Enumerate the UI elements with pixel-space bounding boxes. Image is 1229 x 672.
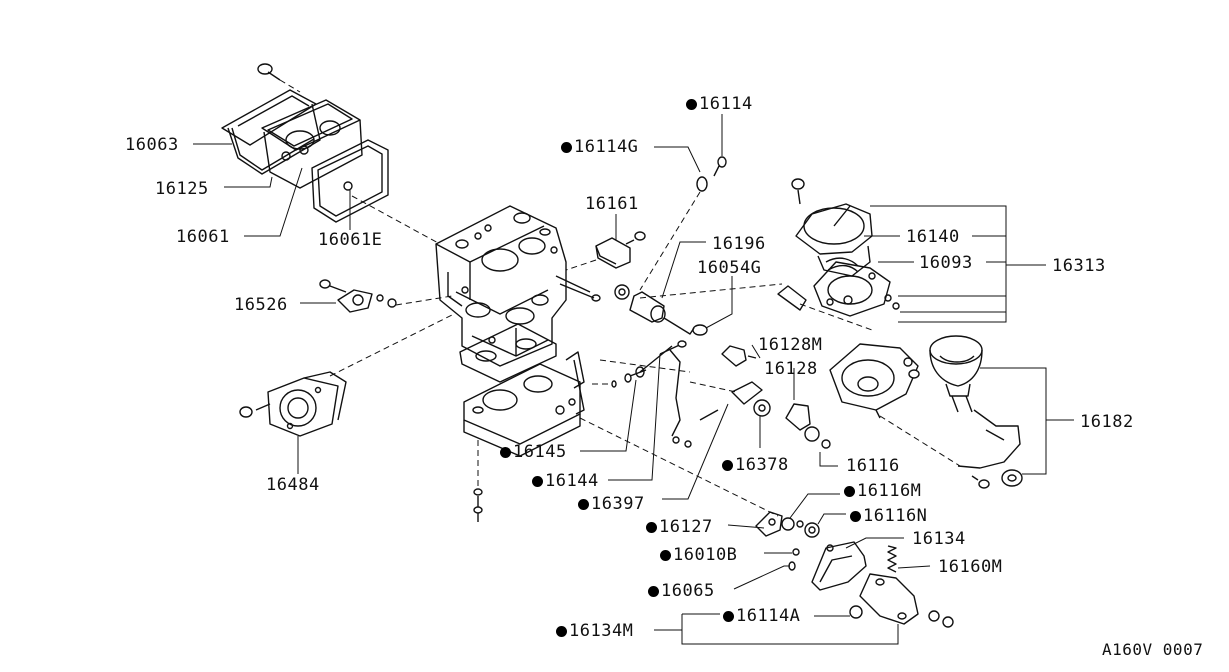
part-16397-link — [662, 381, 771, 500]
callout-16160M: 16160M — [938, 557, 1003, 577]
callout-16161: 16161 — [585, 194, 639, 214]
part-16114-jet — [639, 114, 727, 291]
drawing-code: A160V 0007 — [1102, 640, 1204, 659]
supersession-mark-icon — [660, 550, 671, 561]
supersession-mark-icon — [646, 522, 657, 533]
supersession-mark-icon — [844, 486, 855, 497]
callout-16116: 16116 — [846, 456, 900, 476]
callout-16125: 16125 — [155, 179, 209, 199]
callout-16145: 16145 — [500, 443, 567, 461]
callout-16114G: 16114G — [561, 138, 638, 156]
supersession-mark-icon — [850, 511, 861, 522]
supersession-mark-icon — [561, 142, 572, 153]
callout-16128: 16128 — [764, 359, 818, 379]
callout-16526: 16526 — [234, 295, 288, 315]
supersession-mark-icon — [686, 99, 697, 110]
supersession-mark-icon — [648, 586, 659, 597]
callout-16144: 16144 — [532, 472, 599, 490]
callout-16063: 16063 — [125, 135, 179, 155]
part-16128M-gasket — [751, 285, 873, 359]
callout-16114: 16114 — [686, 95, 753, 113]
part-16010B-16065-screws — [733, 548, 800, 590]
supersession-mark-icon — [500, 447, 511, 458]
callout-16134M: 16134M — [556, 622, 633, 640]
callout-16140: 16140 — [906, 227, 960, 247]
supersession-mark-icon — [722, 460, 733, 471]
callout-16127: 16127 — [646, 518, 713, 536]
callout-16061: 16061 — [176, 227, 230, 247]
linkage-rods — [580, 340, 692, 481]
base-screws — [473, 440, 483, 522]
part-16484-housing — [239, 313, 455, 474]
part-16161-bracket — [595, 214, 646, 269]
callout-16010B: 16010B — [660, 546, 737, 564]
part-16196-solenoid — [614, 241, 783, 336]
callout-16182: 16182 — [1080, 412, 1134, 432]
cover-screw — [257, 63, 301, 93]
part-16526 — [300, 279, 453, 313]
callout-16134: 16134 — [912, 529, 966, 549]
part-16128-lever — [721, 345, 838, 467]
callout-16128M: 16128M — [758, 335, 823, 355]
part-16116N-collar — [804, 513, 846, 538]
part-16140-diaphragm-cover — [791, 178, 914, 317]
callout-16313: 16313 — [1052, 256, 1106, 276]
part-16061-gasket — [299, 139, 389, 223]
part-16114A-pin — [814, 605, 863, 619]
part-16160M-spring — [859, 545, 954, 628]
part-16063-gasket — [221, 89, 321, 175]
carburetor-body — [435, 205, 601, 367]
callout-16378: 16378 — [722, 456, 789, 474]
base-gasket — [459, 323, 557, 383]
callout-16093: 16093 — [919, 253, 973, 273]
callout-16054G: 16054G — [697, 258, 762, 278]
callout-16397: 16397 — [578, 495, 645, 513]
callout-16116M: 16116M — [844, 482, 921, 500]
callout-16196: 16196 — [712, 234, 766, 254]
supersession-mark-icon — [578, 499, 589, 510]
callout-16114A: 16114A — [723, 607, 800, 625]
part-16134-bracket — [811, 537, 904, 591]
throttle-base — [463, 351, 585, 457]
supersession-mark-icon — [532, 476, 543, 487]
part-16127-lever — [727, 493, 840, 537]
callout-16065: 16065 — [648, 582, 715, 600]
supersession-mark-icon — [556, 626, 567, 637]
callout-16116N: 16116N — [850, 507, 927, 525]
vacuum-chamber — [829, 343, 961, 467]
callout-16484: 16484 — [266, 475, 320, 495]
part-16182-actuator — [929, 335, 1074, 489]
supersession-mark-icon — [723, 611, 734, 622]
callout-16061E: 16061E — [318, 230, 383, 250]
